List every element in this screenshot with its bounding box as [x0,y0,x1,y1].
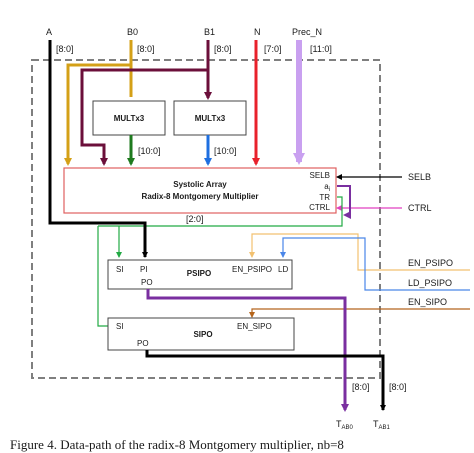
psipo-label: PSIPO [187,269,211,278]
psipo-pi: PI [140,265,148,274]
sipo-en: EN_SIPO [237,322,272,331]
input-b1-width: [8:0] [214,44,232,54]
input-prec-label: Prec_N [292,27,322,37]
wire-en-sipo [249,308,470,318]
port-selb: SELB [310,171,330,180]
psipo-po: PO [141,278,153,287]
port-tr: TR [319,193,330,202]
wire-b1 [80,40,212,166]
output-tab0-width: [8:0] [352,382,370,392]
tr-bus-width: [2:0] [186,214,204,224]
sipo-si: SI [116,322,124,331]
input-a-width: [8:0] [56,44,74,54]
output-tab1-main: T [373,419,379,429]
output-tab0-main: T [336,419,342,429]
mult-left-out-width: [10:0] [138,146,161,156]
psipo-en: EN_PSIPO [232,265,272,274]
signal-ctrl: CTRL [408,203,432,213]
mult-left-block [92,100,166,136]
input-n-width: [7:0] [264,44,282,54]
wire-ld-psipo [280,237,470,291]
output-tab1-width: [8:0] [389,382,407,392]
signal-selb: SELB [408,172,431,182]
input-a-label: A [46,27,52,37]
psipo-ld: LD [278,265,288,274]
output-tab1-label: TAB1 [373,419,391,431]
input-b0-width: [8:0] [137,44,155,54]
wire-a [48,40,148,258]
systolic-title: Systolic Array [173,180,227,189]
wire-en-psipo [249,233,470,271]
input-prec-width: [11:0] [310,44,332,54]
psipo-si: SI [116,265,124,274]
port-ai-main: a [324,182,329,191]
sipo-block [107,317,295,351]
mult-left-label: MULTx3 [114,114,145,123]
signal-ld-psipo: LD_PSIPO [408,278,452,288]
sipo-label: SIPO [193,330,212,339]
output-tab0-label: TAB0 [336,419,354,431]
mult-right-out-width: [10:0] [214,146,237,156]
signal-en-psipo: EN_PSIPO [408,258,453,268]
sipo-po: PO [137,339,149,348]
input-b0-label: B0 [127,27,138,37]
mult-right-block [173,100,247,136]
wire-tab1 [145,350,386,411]
port-ai: ai [324,182,330,193]
psipo-block [107,259,293,290]
systolic-subtitle: Radix-8 Montgomery Multiplier [142,192,259,201]
port-ai-sub: i [329,187,330,193]
input-n-label: N [254,27,261,37]
wire-tab0 [146,289,349,412]
port-ctrl: CTRL [309,203,330,212]
output-tab0-sub: AB0 [342,425,354,431]
signal-en-sipo: EN_SIPO [408,297,447,307]
systolic-array-block [63,167,337,214]
wire-ai-bus [337,185,351,219]
output-tab1-sub: AB1 [379,425,391,431]
mult-right-label: MULTx3 [195,114,226,123]
datapath-boundary [31,59,381,379]
input-b1-label: B1 [204,27,215,37]
figure-caption: Figure 4. Data-path of the radix-8 Montg… [10,437,344,452]
